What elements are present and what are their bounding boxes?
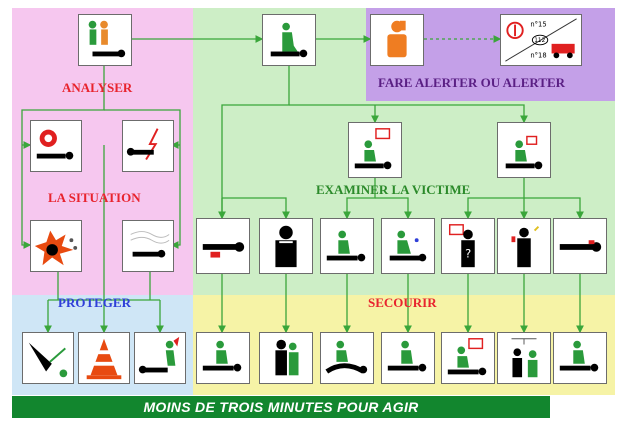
pompiers-number: n°18	[530, 51, 546, 59]
check-responsiveness-icon	[348, 122, 402, 178]
cool-burn-icon	[497, 332, 551, 384]
traffic-cone-icon	[78, 332, 130, 384]
emergency-services-icon: n°15 112 n°18	[500, 14, 582, 66]
bleeding-victim-icon	[196, 218, 250, 274]
proteger-label: PROTEGER	[58, 295, 131, 310]
witnesses-assess-scene-icon	[78, 14, 132, 66]
wound-pain-icon	[497, 218, 551, 274]
situation-label: LA SITUATION	[48, 190, 141, 205]
choking-icon	[259, 218, 313, 274]
examiner-label: EXAMINER LA VICTIME	[316, 182, 471, 197]
secourir-label: SECOURIR	[368, 295, 437, 310]
electricity-cut-icon	[22, 332, 74, 384]
drag-victim-icon	[134, 332, 186, 384]
gas-hazard-icon	[122, 220, 174, 272]
cpr-icon	[381, 332, 435, 384]
conscious-complains-icon: ?	[441, 218, 495, 274]
not-breathing-icon	[381, 218, 435, 274]
recovery-position-icon	[320, 332, 374, 384]
unconscious-breathing-icon	[320, 218, 374, 274]
trauma-victim-icon	[553, 218, 607, 274]
rescuer-kneeling-victim-icon	[262, 14, 316, 66]
fire-hazard-icon	[30, 120, 82, 172]
europe-number: 112	[534, 38, 545, 44]
compress-bleeding-icon	[196, 332, 250, 384]
svg-text:?: ?	[465, 247, 471, 261]
explosion-hazard-icon	[30, 220, 82, 272]
back-blows-icon	[259, 332, 313, 384]
phone-caller-icon	[370, 14, 424, 66]
analyser-label: ANALYSER	[62, 80, 133, 95]
question-victim-icon	[441, 332, 495, 384]
electric-hazard-icon	[122, 120, 174, 172]
footer-banner: MOINS DE TROIS MINUTES POUR AGIR	[12, 396, 550, 418]
alerter-label: FARE ALERTER OU ALERTER	[378, 75, 566, 90]
samu-number: n°15	[530, 21, 546, 29]
immobilize-icon	[553, 332, 607, 384]
check-breathing-icon	[497, 122, 551, 178]
